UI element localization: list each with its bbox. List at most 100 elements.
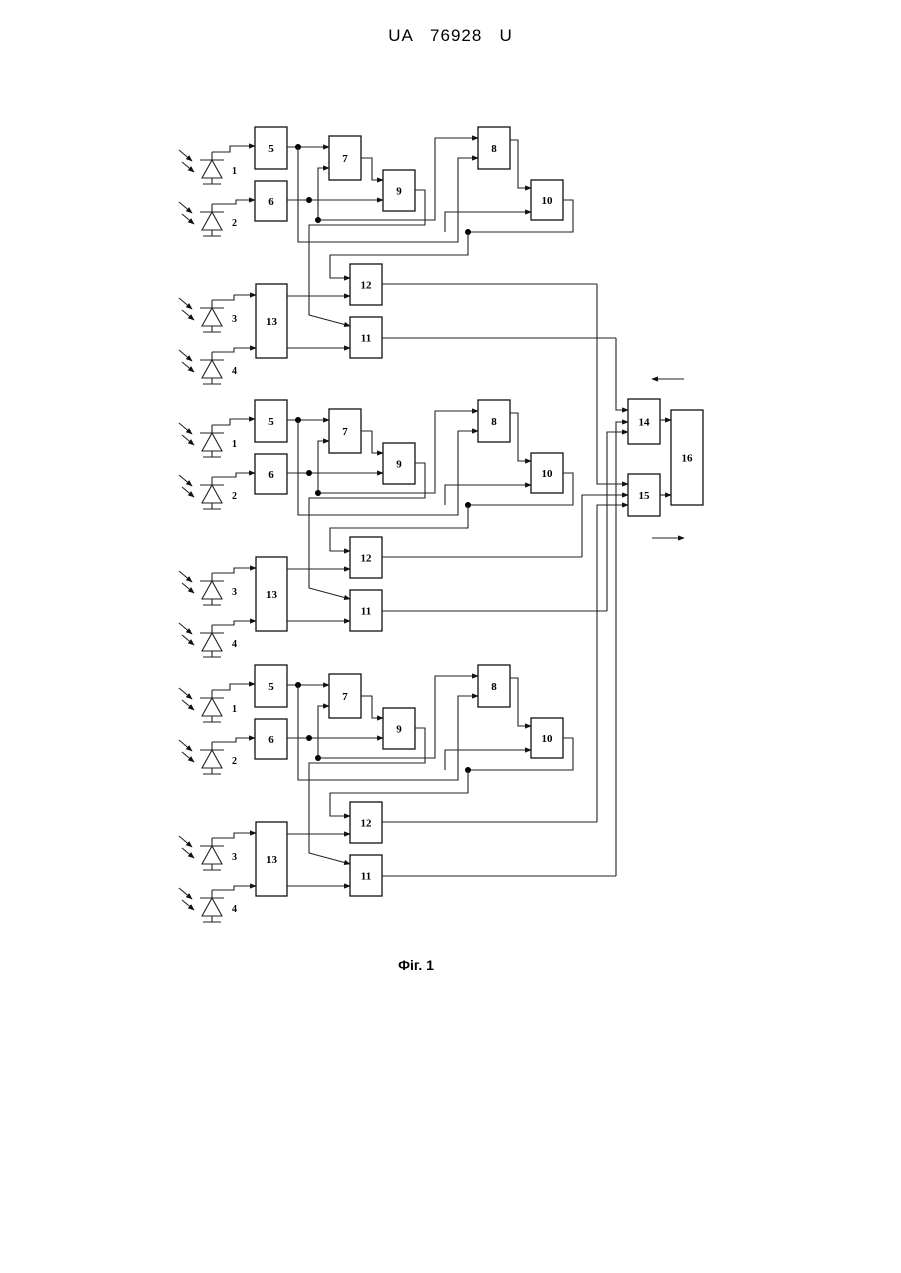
connection-line — [212, 886, 256, 890]
block-5: 5 — [255, 127, 287, 169]
photodiode-1: 1 — [179, 688, 237, 722]
photodiode-triangle — [202, 360, 222, 378]
block-9: 9 — [383, 443, 415, 484]
block-5-label: 5 — [268, 681, 274, 693]
sensor-unit-3: 12345679810131211 — [179, 665, 616, 922]
light-arrow-icon — [179, 888, 192, 899]
light-arrow-icon — [179, 202, 192, 213]
photodiode-triangle — [202, 485, 222, 503]
photodiode-label: 1 — [232, 439, 237, 450]
block-12-label: 12 — [361, 818, 373, 830]
light-arrow-icon — [179, 688, 192, 699]
block-6-label: 6 — [268, 734, 274, 746]
block-11-label: 11 — [361, 606, 371, 618]
junction-dot — [306, 470, 312, 476]
block-13-label: 13 — [266, 854, 278, 866]
block-6-label: 6 — [268, 469, 274, 481]
connection-line — [212, 200, 255, 204]
connection-line — [510, 140, 531, 188]
block-12: 12 — [350, 537, 382, 578]
block-8-label: 8 — [491, 416, 497, 428]
light-arrow-icon — [182, 487, 194, 497]
photodiode-2: 2 — [179, 475, 237, 509]
bus-line — [616, 338, 628, 410]
connection-line — [212, 568, 256, 573]
photodiode-label: 4 — [232, 904, 237, 915]
block-13: 13 — [256, 284, 287, 358]
light-arrow-icon — [182, 583, 194, 593]
photodiode-label: 1 — [232, 166, 237, 177]
block-5-label: 5 — [268, 143, 274, 155]
connection-line — [510, 413, 531, 461]
photodiode-label: 3 — [232, 587, 237, 598]
photodiode-label: 3 — [232, 852, 237, 863]
photodiode-triangle — [202, 846, 222, 864]
photodiode-triangle — [202, 633, 222, 651]
light-arrow-icon — [179, 298, 192, 309]
light-arrow-icon — [182, 752, 194, 762]
photodiode-ground — [203, 916, 221, 922]
bus-line — [607, 432, 628, 611]
block-11: 11 — [350, 855, 382, 896]
light-arrow-icon — [182, 162, 194, 172]
block-13-label: 13 — [266, 589, 278, 601]
photodiode-triangle — [202, 212, 222, 230]
photodiode-ground — [203, 599, 221, 605]
light-arrow-icon — [179, 150, 192, 161]
connection-line — [212, 473, 255, 477]
block-8-label: 8 — [491, 143, 497, 155]
sensor-unit-1: 12345679810131211 — [179, 127, 616, 384]
connection-line — [361, 158, 383, 180]
photodiode-ground — [203, 451, 221, 457]
block-10-label: 10 — [542, 195, 554, 207]
block-12-label: 12 — [361, 280, 373, 292]
photodiode-3: 3 — [179, 836, 237, 870]
bus-line — [616, 422, 628, 876]
light-arrow-icon — [179, 740, 192, 751]
block-14-label: 14 — [639, 417, 651, 429]
light-arrow-icon — [179, 571, 192, 582]
block-10-label: 10 — [542, 468, 554, 480]
light-arrow-icon — [182, 635, 194, 645]
block-6: 6 — [255, 719, 287, 759]
junction-dot — [306, 197, 312, 203]
light-arrow-icon — [179, 423, 192, 434]
photodiode-ground — [203, 378, 221, 384]
block-13: 13 — [256, 557, 287, 631]
photodiode-triangle — [202, 581, 222, 599]
photodiode-1: 1 — [179, 423, 237, 457]
photodiode-ground — [203, 326, 221, 332]
photodiode-triangle — [202, 750, 222, 768]
block-8: 8 — [478, 665, 510, 707]
photodiode-ground — [203, 178, 221, 184]
photodiode-4: 4 — [179, 350, 237, 384]
photodiode-label: 2 — [232, 218, 237, 229]
block-12: 12 — [350, 802, 382, 843]
photodiode-triangle — [202, 698, 222, 716]
block-11: 11 — [350, 590, 382, 631]
light-arrow-icon — [182, 214, 194, 224]
block-8: 8 — [478, 400, 510, 442]
photodiode-3: 3 — [179, 571, 237, 605]
connection-line — [510, 678, 531, 726]
photodiode-ground — [203, 651, 221, 657]
block-9-label: 9 — [396, 459, 402, 471]
block-7: 7 — [329, 136, 361, 180]
photodiode-label: 4 — [232, 639, 237, 650]
block-7: 7 — [329, 674, 361, 718]
junction-dot — [306, 735, 312, 741]
light-arrow-icon — [182, 848, 194, 858]
light-arrow-icon — [179, 623, 192, 634]
block-6: 6 — [255, 454, 287, 494]
bus-line — [582, 495, 628, 557]
photodiode-label: 2 — [232, 491, 237, 502]
light-arrow-icon — [179, 836, 192, 847]
connection-line — [212, 684, 255, 690]
photodiode-ground — [203, 230, 221, 236]
connection-line — [361, 696, 383, 718]
photodiode-ground — [203, 503, 221, 509]
light-arrow-icon — [179, 475, 192, 486]
photodiode-ground — [203, 768, 221, 774]
block-7-label: 7 — [342, 426, 348, 438]
